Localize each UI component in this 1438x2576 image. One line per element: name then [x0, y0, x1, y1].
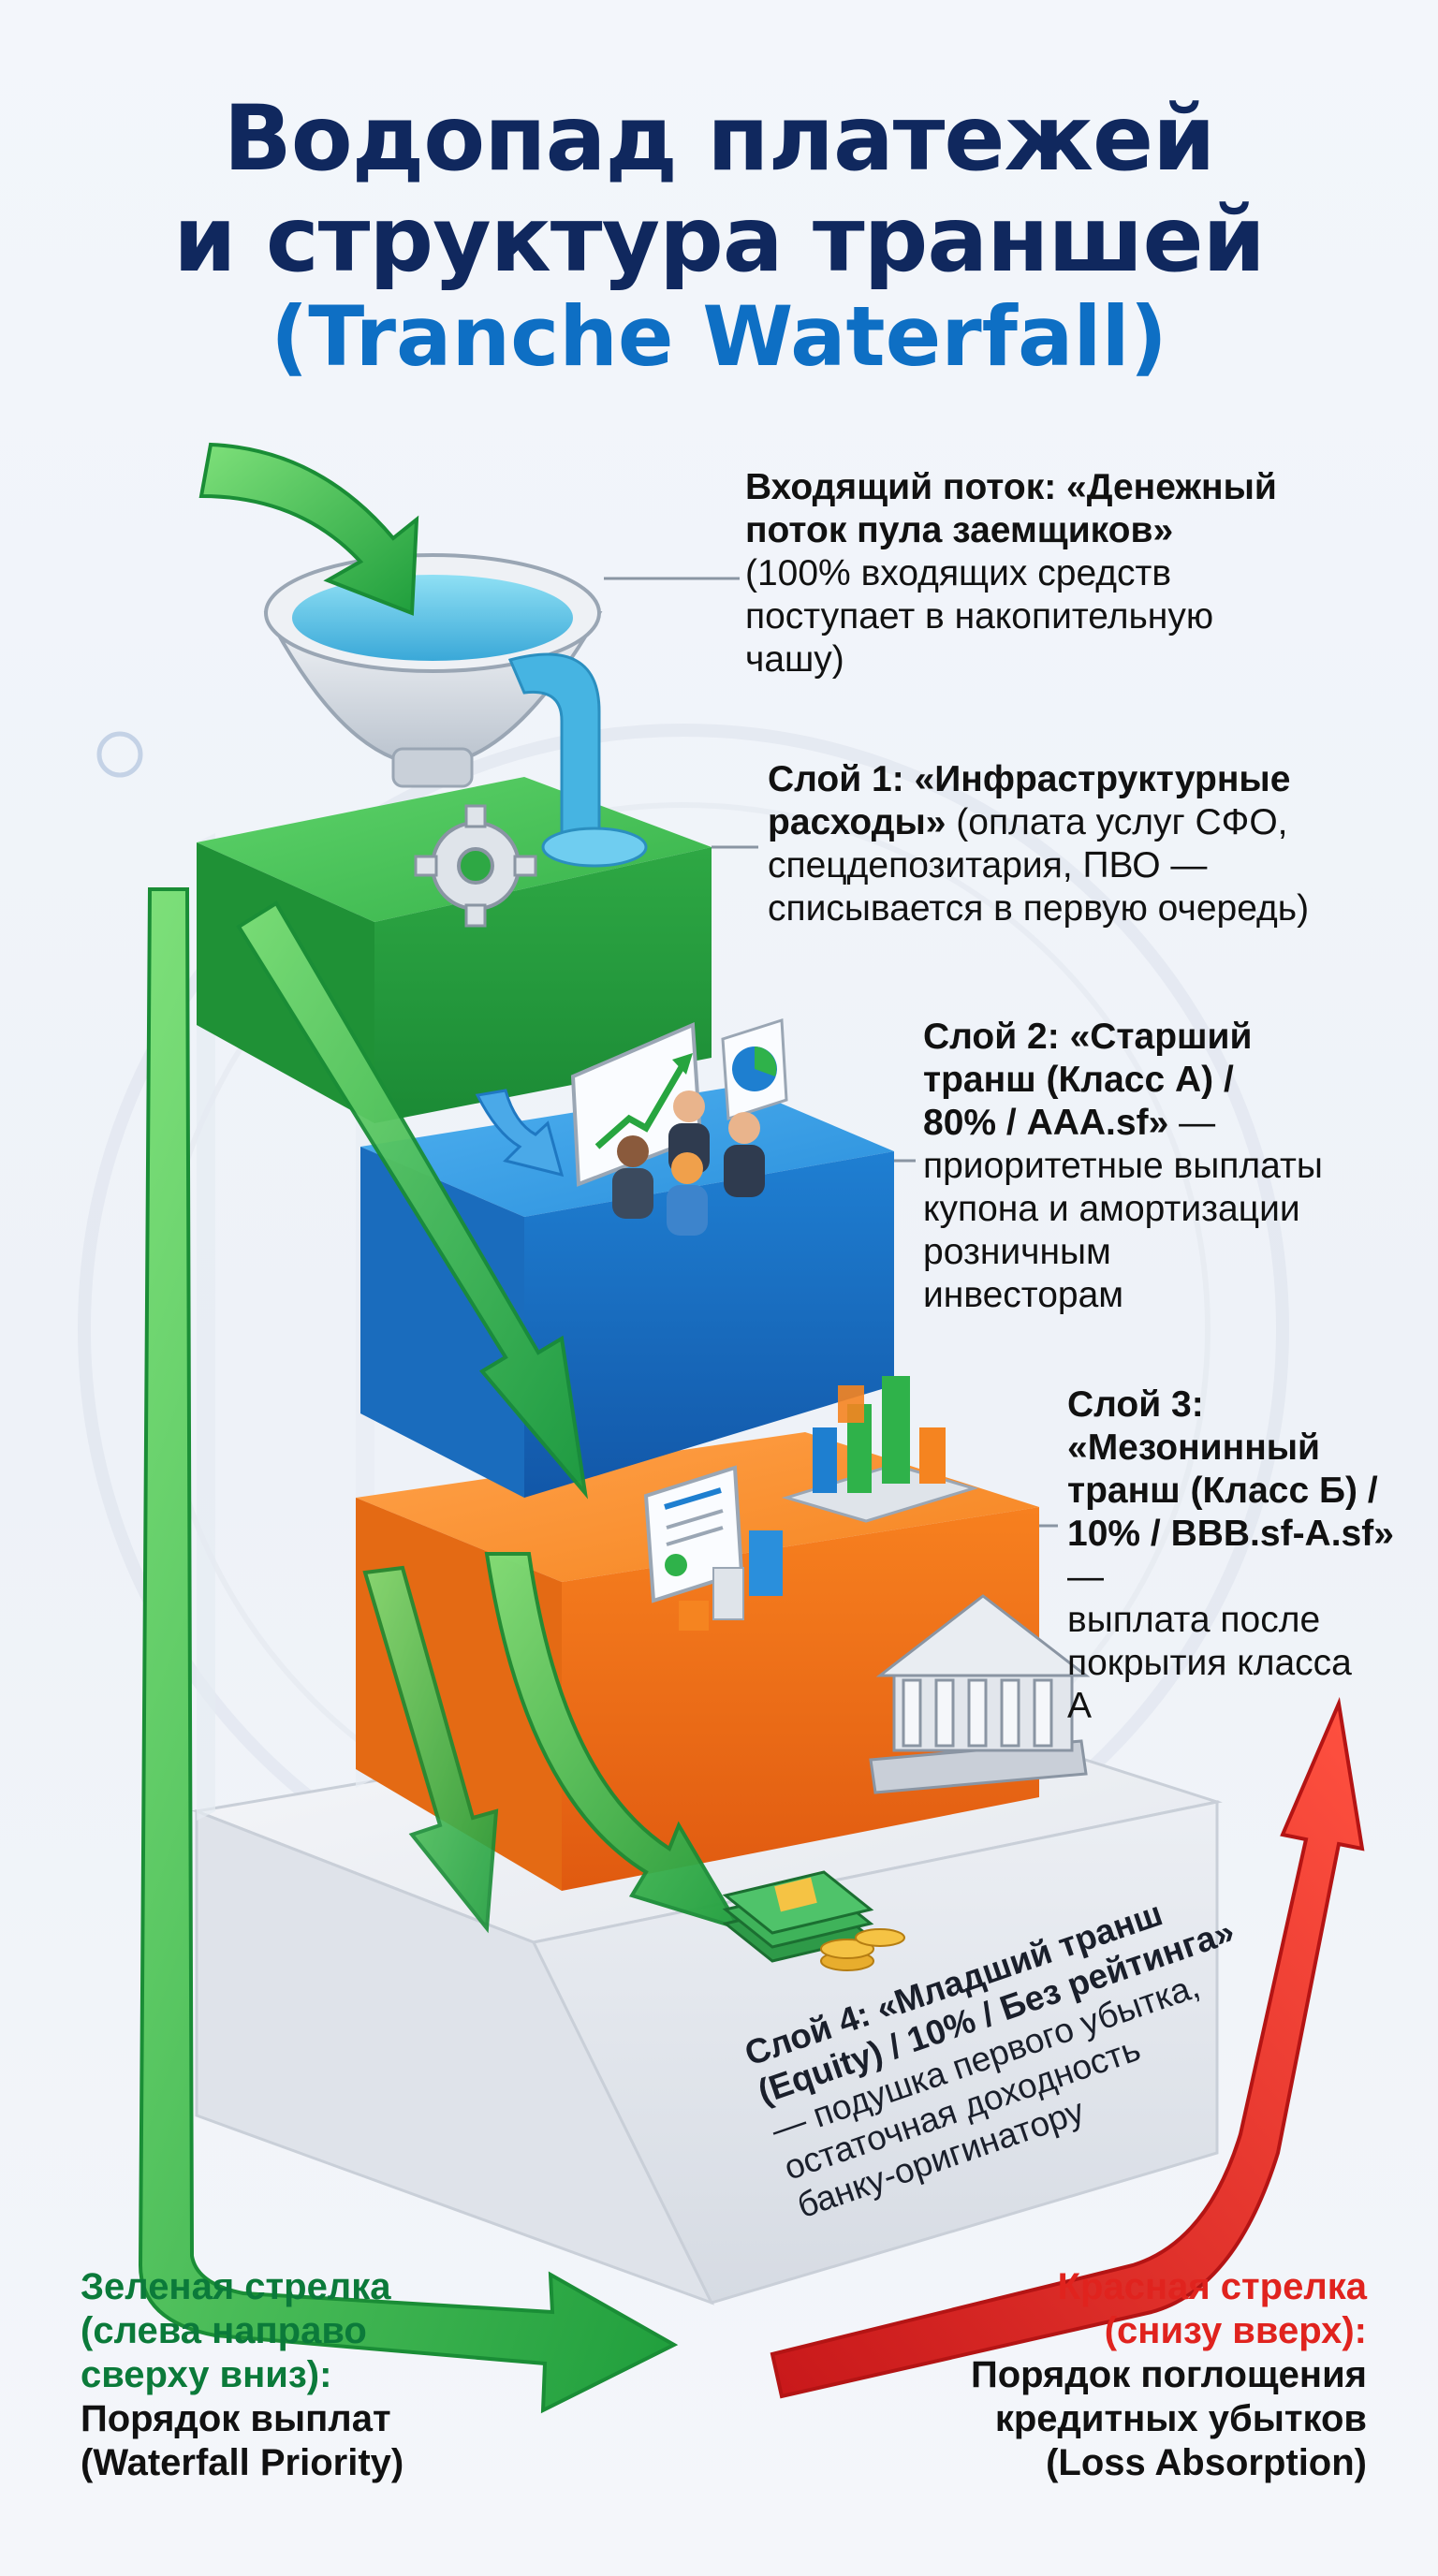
- layer3-label: Слой 3: «Мезонинный транш (Класс Б) / 10…: [1067, 1383, 1438, 1728]
- legend-red-line5: (Loss Absorption): [1046, 2442, 1367, 2483]
- layer2-heading-3: 80% / AAA.sf»: [923, 1103, 1169, 1143]
- layer3-heading-3: транш (Класс Б) /: [1067, 1471, 1378, 1511]
- layer2-desc-5: купона и амортизации: [923, 1189, 1300, 1229]
- layer1-heading-2: расходы»: [768, 802, 946, 842]
- bar-chart-icon: [679, 1376, 979, 1631]
- layer1-heading-1: Слой 1: «Инфраструктурные: [768, 759, 1291, 799]
- legend-green-line5: (Waterfall Priority): [81, 2442, 404, 2483]
- layer2-label: Слой 2: «Старший транш (Класс А) / 80% /…: [923, 1016, 1323, 1317]
- legend-green-line4: Порядок выплат: [81, 2398, 391, 2439]
- pie-chart-icon: [721, 1017, 788, 1121]
- layer2-heading-1: Слой 2: «Старший: [923, 1017, 1253, 1057]
- green-waterfall-arrow: [138, 887, 679, 2414]
- legend-red-line4: кредитных убытков: [994, 2398, 1367, 2439]
- inflow-heading-2: поток пула заемщиков»: [745, 510, 1174, 550]
- legend-green: Зеленая стрелка (слева направо сверху вн…: [81, 2265, 404, 2485]
- layer2-block: [360, 1086, 894, 1498]
- layer3-desc-6: покрытия класса: [1067, 1643, 1352, 1683]
- bank-building-icon: [869, 1594, 1091, 1794]
- layer3-heading-2: «Мезонинный: [1067, 1427, 1321, 1468]
- layer3-heading-4: 10% / BBB.sf-A.sf»: [1067, 1514, 1394, 1554]
- layer3-desc-4: —: [1067, 1557, 1104, 1597]
- money-icon: [722, 1870, 905, 1971]
- layer2-desc-3: —: [1168, 1103, 1216, 1143]
- layer2-desc-4: приоритетные выплаты: [923, 1146, 1323, 1186]
- layer1-desc-3: спецдепозитария, ПВО —: [768, 845, 1208, 886]
- gear-icon: [414, 804, 537, 928]
- layer2-heading-2: транш (Класс А) /: [923, 1060, 1234, 1100]
- legend-green-line3: сверху вниз):: [81, 2354, 332, 2395]
- legend-red-line3: Порядок поглощения: [970, 2354, 1367, 2395]
- title-line1: Водопад платежей: [223, 86, 1216, 191]
- title-line3: (Tranche Waterfall): [271, 288, 1167, 385]
- legend-red-line2: (снизу вверх):: [1104, 2310, 1367, 2351]
- legend-green-line1: Зеленая стрелка: [81, 2266, 391, 2307]
- legend-red-line1: Красная стрелка: [1057, 2266, 1367, 2307]
- layer3-desc-5: выплата после: [1067, 1600, 1321, 1640]
- green-inflow-arrow: [198, 442, 419, 616]
- layer1-desc-2: (оплата услуг СФО,: [946, 802, 1288, 842]
- inflow-heading-1: Входящий поток: «Денежный: [745, 467, 1277, 507]
- inflow-desc-1: (100% входящих средств: [745, 553, 1172, 593]
- inflow-desc-3: чашу): [745, 639, 844, 680]
- layer1-desc-4: списывается в первую очередь): [768, 888, 1310, 929]
- legend-red: Красная стрелка (снизу вверх): Порядок п…: [843, 2265, 1367, 2485]
- red-loss-arrow: [770, 1696, 1365, 2399]
- layer2-desc-7: инвесторам: [923, 1275, 1124, 1315]
- legend-green-line2: (слева направо: [81, 2310, 367, 2351]
- layer3-desc-7: А: [1067, 1686, 1093, 1726]
- inflow-label: Входящий поток: «Денежный поток пула зае…: [745, 466, 1277, 681]
- layer3-heading-1: Слой 3:: [1067, 1384, 1204, 1425]
- title-line2: и структура траншей: [173, 187, 1266, 292]
- inflow-desc-2: поступает в накопительную: [745, 596, 1214, 637]
- people-icon: [612, 1090, 765, 1236]
- layer2-desc-6: розничным: [923, 1232, 1111, 1272]
- layer1-label: Слой 1: «Инфраструктурные расходы» (опла…: [768, 758, 1309, 930]
